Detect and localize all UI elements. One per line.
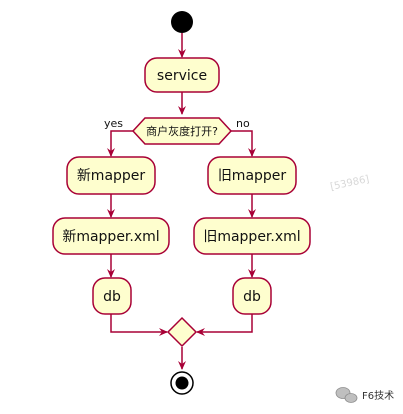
right-db-node [232,277,272,315]
new-mapper-xml-node [52,217,170,255]
old-mapper-node [207,156,297,195]
right-db-label: db [243,289,261,305]
edge-left-db-to-merge [110,314,168,336]
yes-label: yes [104,117,123,130]
watermark-text: F6技术 [362,389,394,402]
merge-node [166,316,198,348]
decision-label: 商户灰度打开? [146,124,218,138]
left-db-label: db [103,289,121,305]
old-mapper-xml-label: 旧mapper.xml [203,229,300,245]
service-node [144,57,220,93]
new-mapper-node [66,156,156,195]
edge-right-db-to-merge [196,314,253,336]
start-node [171,11,193,33]
watermark: F6技术 [335,387,394,403]
decision-node [131,117,233,145]
faint-mark: [53986] [329,174,370,193]
edge-decision-to-old-mapper [227,130,256,157]
old-mapper-xml-node [193,217,311,255]
left-db-node [92,277,132,315]
wechat-icon [335,387,358,403]
new-mapper-label: 新mapper [77,168,146,184]
old-mapper-label: 旧mapper [218,168,287,184]
new-mapper-xml-label: 新mapper.xml [62,229,159,245]
end-node-dot [175,376,189,390]
service-label: service [157,68,207,84]
no-label: no [236,117,250,130]
